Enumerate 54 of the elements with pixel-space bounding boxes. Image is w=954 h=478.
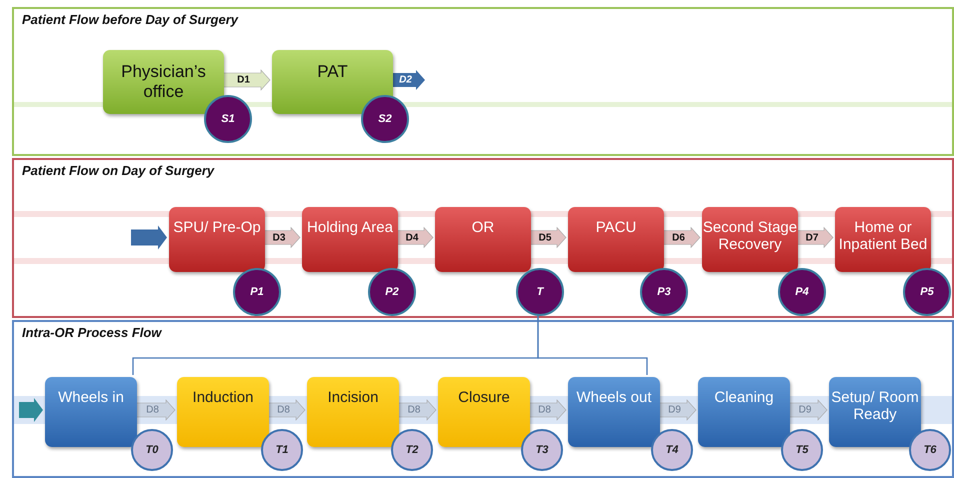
edge-label: D8 (538, 404, 551, 416)
process-box: Cleaning (698, 377, 790, 447)
process-box: Physician’s office (103, 50, 224, 114)
step-circle: P3 (640, 268, 688, 316)
edge-label: D8 (408, 404, 420, 416)
edge-label: D4 (406, 232, 418, 243)
step-circle: P2 (368, 268, 416, 316)
process-box: SPU/ Pre-Op (169, 207, 265, 272)
step-circle: T2 (391, 429, 433, 471)
edge-label: D1 (237, 74, 250, 86)
chevron-arrow (391, 70, 425, 90)
edge-label: D7 (806, 232, 818, 243)
swimlane-band (12, 7, 954, 156)
step-circle: T0 (131, 429, 173, 471)
step-circle: T (516, 268, 564, 316)
edge-label: D5 (538, 232, 552, 243)
process-box: Holding Area (302, 207, 398, 272)
process-box: Incision (307, 377, 399, 447)
chevron-arrow (131, 226, 167, 250)
edge-label: D8 (146, 404, 159, 416)
step-circle: S1 (204, 95, 252, 143)
swimlane-band (12, 158, 954, 318)
edge-label: D9 (798, 404, 812, 416)
step-circle: P5 (903, 268, 951, 316)
edge-label: D9 (668, 404, 681, 416)
edge-label: D8 (277, 404, 290, 416)
process-box: Wheels out (568, 377, 660, 447)
edge-label: D3 (272, 232, 286, 243)
step-circle: T4 (651, 429, 693, 471)
chevron-arrow (19, 398, 43, 422)
step-circle: S2 (361, 95, 409, 143)
lane-heading: Intra-OR Process Flow (22, 325, 162, 340)
edge-label: D6 (672, 232, 685, 243)
edge-label: D2 (399, 74, 412, 86)
swimlane-band (12, 320, 954, 478)
lane-heading: Patient Flow on Day of Surgery (22, 163, 214, 178)
process-box: PACU (568, 207, 664, 272)
lane-heading: Patient Flow before Day of Surgery (22, 12, 238, 27)
step-circle: P1 (233, 268, 281, 316)
step-circle: T3 (521, 429, 563, 471)
step-circle: T1 (261, 429, 303, 471)
step-circle: T6 (909, 429, 951, 471)
process-box: Second Stage Recovery (702, 207, 798, 272)
chevron-arrow (222, 69, 270, 91)
process-box: Setup/ Room Ready (829, 377, 921, 447)
connector-line (537, 314, 648, 375)
process-box: Closure (438, 377, 530, 447)
process-box: OR (435, 207, 531, 272)
step-circle: P4 (778, 268, 826, 316)
process-box: PAT (272, 50, 393, 114)
process-box: Home or Inpatient Bed (835, 207, 931, 272)
process-box: Induction (177, 377, 269, 447)
process-box: Wheels in (45, 377, 137, 447)
step-circle: T5 (781, 429, 823, 471)
